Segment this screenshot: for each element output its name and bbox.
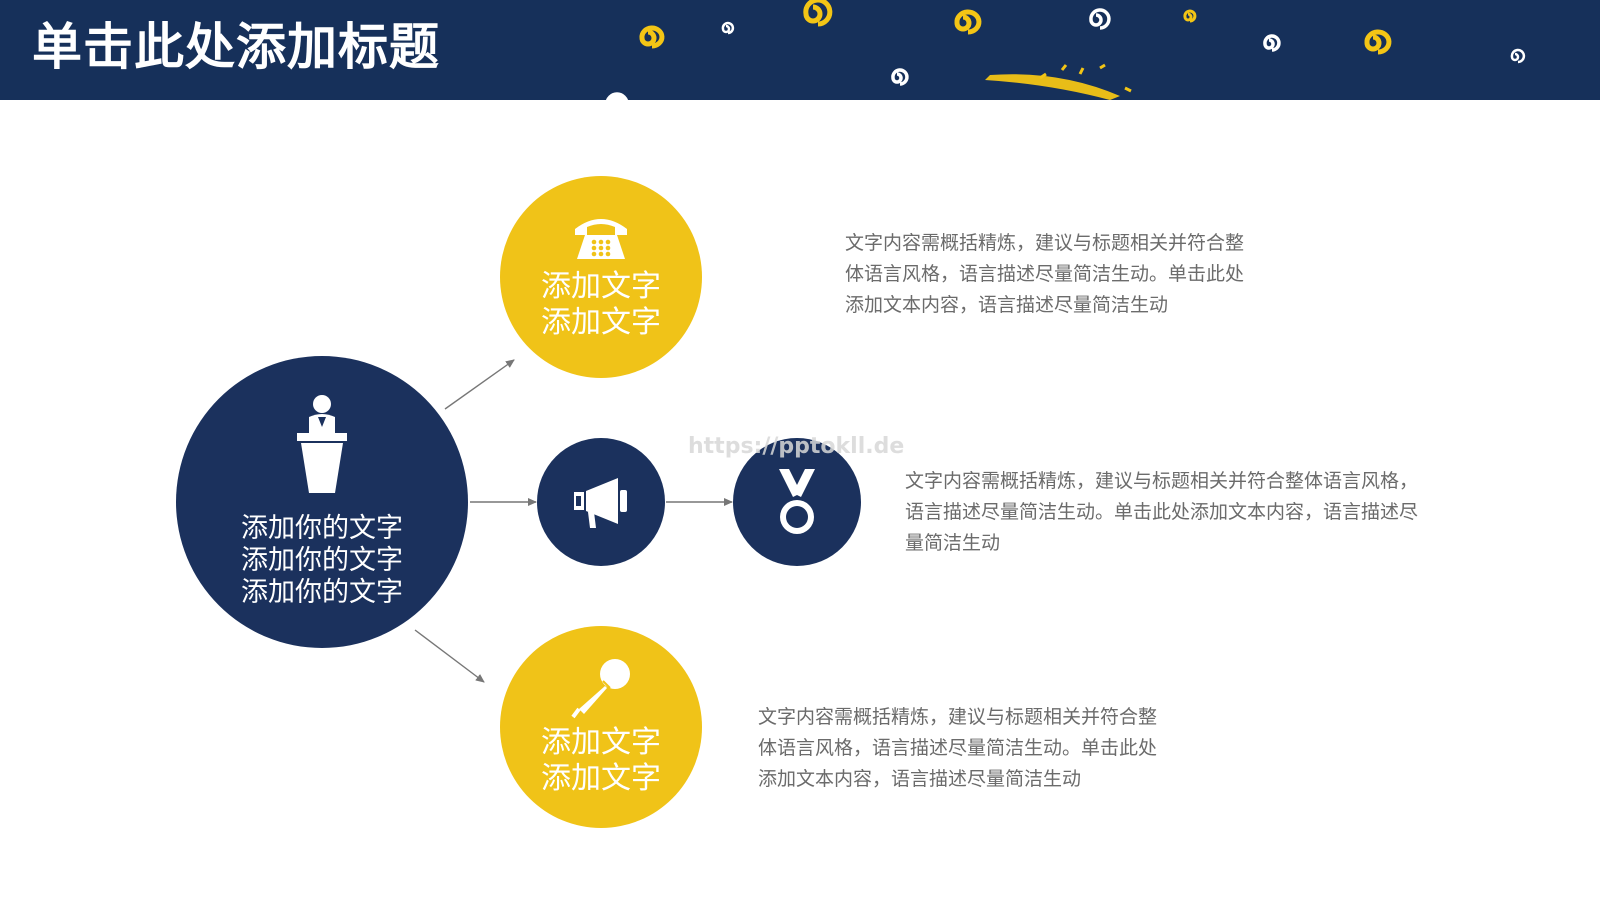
top-node[interactable]: 添加文字 添加文字 (500, 176, 702, 378)
medal-node[interactable] (733, 438, 861, 566)
center-node-label: 添加你的文字 添加你的文字 添加你的文字 (241, 513, 403, 608)
watermark-text: https://pptokll.de (688, 434, 905, 459)
page-title[interactable]: 单击此处添加标题 (32, 18, 440, 76)
top-node-description: 文字内容需概括精炼，建议与标题相关并符合整 体语言风格，语言描述尽量简洁生动。单… (845, 232, 1245, 316)
bottom-node-description: 文字内容需概括精炼，建议与标题相关并符合整 体语言风格，语言描述尽量简洁生动。单… (758, 706, 1158, 790)
megaphone-icon (574, 478, 627, 528)
arrow-to-bottom (414, 629, 485, 683)
header-banner: 单击此处添加标题 (0, 0, 1600, 100)
podium-speaker-icon (297, 395, 347, 493)
microphone-icon (571, 659, 630, 719)
arrow-to-top (444, 359, 515, 410)
center-node[interactable]: 添加你的文字 添加你的文字 添加你的文字 (176, 356, 468, 648)
top-node-label: 添加文字 添加文字 (541, 269, 661, 340)
middle-description: 文字内容需概括精炼，建议与标题相关并符合整体语言风格， 语言描述尽量简洁生动。单… (905, 470, 1419, 554)
medal-icon (779, 469, 815, 534)
swirl-decoration (605, 0, 1526, 100)
megaphone-node[interactable] (537, 438, 665, 566)
bottom-node[interactable]: 添加文字 添加文字 (500, 626, 702, 828)
bottom-node-label: 添加文字 添加文字 (541, 725, 661, 796)
telephone-icon (575, 219, 627, 259)
